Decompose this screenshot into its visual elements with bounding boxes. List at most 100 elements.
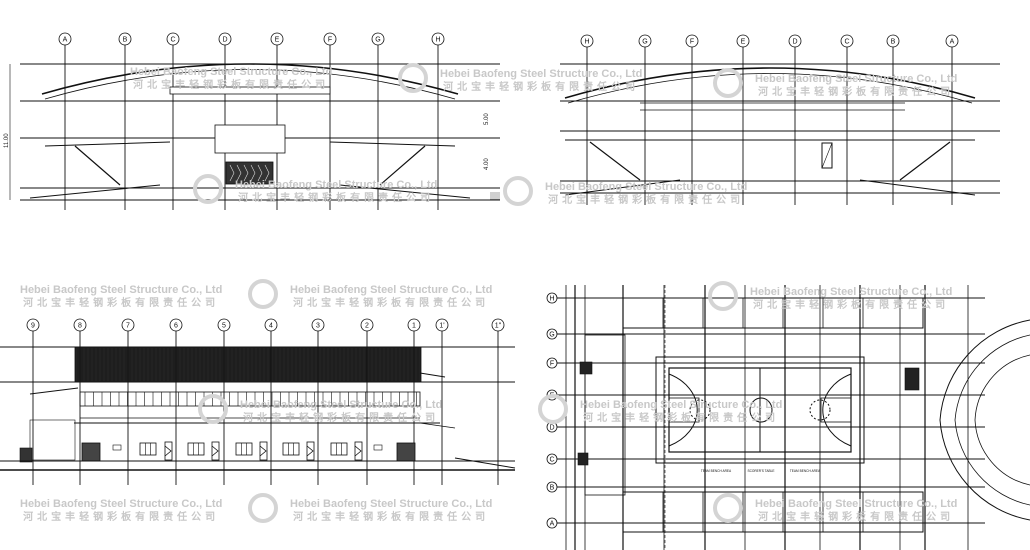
grid-label: A [550,521,555,528]
equipment [19,447,33,463]
stair [579,361,593,375]
grid-label: H [435,37,440,44]
dim-lower: 4.00 [484,158,490,170]
grid-label: 1'' [495,323,502,330]
grid-bubble [169,318,183,332]
door-swing [821,142,833,169]
annex [29,419,76,461]
grid-label: B [123,37,128,44]
grid-bubble [546,292,558,304]
canopy [419,422,456,429]
grid-bubble [264,318,278,332]
rooms-south [622,491,924,533]
court-label: TEAM BENCH AREA [701,469,732,473]
gable-door [81,442,101,462]
grid-bubble [580,34,594,48]
grid-label: 9 [31,323,35,330]
side-door [164,441,173,461]
three-point-arc-right [822,373,852,447]
brace [379,145,426,186]
overall-height-dim: 11.00 [4,133,10,148]
brace [74,145,121,186]
dim-upper: 5.00 [484,113,490,125]
door-swing [354,445,362,457]
ramp [564,179,976,196]
grid-label: F [328,37,332,44]
logo-icon [503,176,533,206]
grid-label: 3 [316,323,320,330]
grid-label: 5 [222,323,226,330]
grid-label: E [275,37,280,44]
logo-icon [538,394,568,424]
door-swing [259,445,267,457]
grid-label: C [844,39,849,46]
grid-bubble [371,32,385,46]
window [330,442,348,456]
vent [373,444,383,451]
grid-label: G [375,37,380,44]
grid-bubble [431,32,445,46]
ramp [29,184,471,199]
stair [577,452,589,466]
grid-bubble [840,34,854,48]
free-throw-circle [809,399,831,421]
grid-label: B [550,485,555,492]
key-left [668,397,700,423]
grid-label: A [63,37,68,44]
free-throw-circle [689,399,711,421]
brace [589,141,641,181]
grid-bubble [788,34,802,48]
window [139,442,157,456]
grid-bubble [407,318,421,332]
roof-arch [564,67,976,99]
rooms-north [622,297,924,329]
logo-icon [713,493,743,523]
grid-label: 7 [126,323,130,330]
logo-icon [193,174,223,204]
door-pattern [250,164,256,182]
grid-label: 1' [439,323,444,330]
brace [899,141,951,181]
gable-door [396,442,416,462]
door-pattern [243,164,249,182]
logo-icon [398,63,428,93]
grid-bubble [26,318,40,332]
court-label: TEAM BENCH AREA [790,469,821,473]
side-door [259,441,268,461]
grid-label: F [690,39,694,46]
floor-slab [44,141,456,147]
grid-label: G [549,332,554,339]
grid-label: D [792,39,797,46]
grid-label: 8 [78,323,82,330]
side-rooms [584,334,626,496]
grid-bubble [73,318,87,332]
grid-label: D [222,37,227,44]
court-outer [655,356,865,464]
grid-label: H [584,39,589,46]
grid-bubble [218,32,232,46]
grid-bubble [546,517,558,529]
door-pattern [236,164,242,182]
side-canopy [29,387,79,395]
grid-bubble [121,318,135,332]
grid-bubble [118,32,132,46]
side-door [354,441,363,461]
court-label: SCORER'S TABLE [747,469,774,473]
roof-cladding [74,346,422,383]
grid-label: G [642,39,647,46]
stair [904,367,920,391]
door-pattern [229,164,235,182]
logo-icon [248,493,278,523]
grid-bubble [546,453,558,465]
grid-label: C [170,37,175,44]
clerestory-beam [169,86,331,95]
